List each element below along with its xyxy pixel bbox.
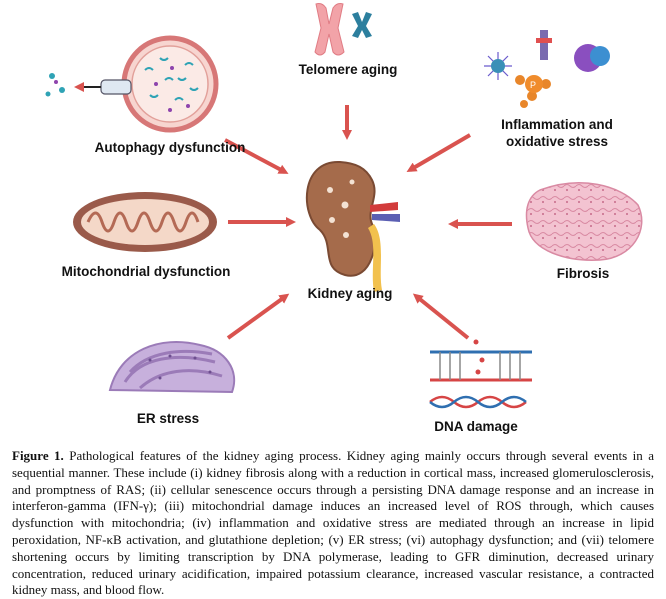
label-inflammation-line2: oxidative stress	[505, 134, 609, 149]
arrow-dna	[412, 293, 470, 340]
kidney-aging-diagram: P	[45, 3, 643, 434]
arrow-er	[226, 293, 290, 340]
arrow-autophagy	[224, 138, 289, 174]
fibrosis-tissue-icon	[525, 182, 643, 261]
endoplasmic-reticulum-icon	[108, 341, 236, 394]
label-kidney-aging: Kidney aging	[307, 286, 393, 301]
autophagosome-icon	[45, 35, 219, 133]
label-inflammation-line1: Inflammation and	[501, 117, 613, 132]
kidney-icon	[306, 160, 400, 292]
label-fibrosis: Fibrosis	[556, 266, 610, 281]
figure-caption: Figure 1. Pathological features of the k…	[12, 448, 654, 599]
arrow-inflammation	[406, 133, 472, 173]
label-dna-damage: DNA damage	[434, 419, 518, 434]
chromosome-icon	[314, 3, 372, 56]
label-telomere-aging: Telomere aging	[298, 62, 398, 77]
label-mitochondrial-dysfunction: Mitochondrial dysfunction	[61, 264, 231, 279]
cytokine-icon: P	[484, 30, 610, 108]
label-er-stress: ER stress	[136, 411, 200, 426]
diagram-canvas: P	[45, 3, 643, 409]
label-autophagy-dysfunction: Autophagy dysfunction	[94, 140, 246, 155]
caption-figure-number: Figure 1.	[12, 448, 64, 463]
caption-text: Pathological features of the kidney agin…	[12, 448, 654, 598]
svg-text:P: P	[530, 80, 536, 90]
dna-helix-icon	[429, 339, 532, 409]
arrows	[224, 105, 512, 340]
mitochondrion-icon	[73, 192, 217, 252]
